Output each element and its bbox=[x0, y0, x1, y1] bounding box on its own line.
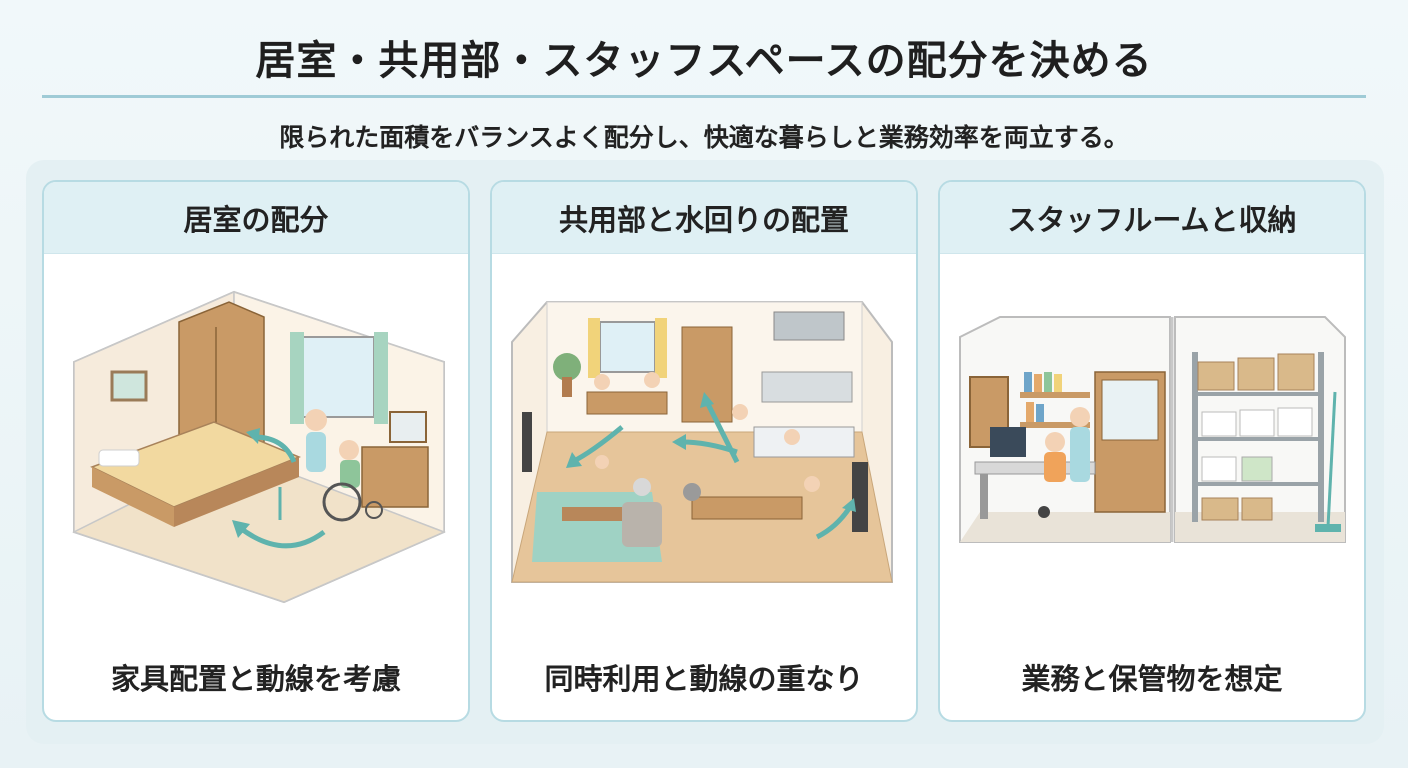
card-bedroom: 居室の配分 bbox=[42, 180, 470, 722]
card-caption: 業務と保管物を想定 bbox=[1021, 662, 1283, 696]
common-area-illustration bbox=[511, 301, 893, 583]
card-staff-room: スタッフルームと収納 bbox=[938, 180, 1366, 722]
title-divider bbox=[42, 95, 1366, 98]
card-caption: 同時利用と動線の重なり bbox=[544, 662, 864, 696]
card-caption: 家具配置と動線を考慮 bbox=[110, 662, 401, 696]
page-subtitle: 限られた面積をバランスよく配分し、快適な暮らしと業務効率を両立する。 bbox=[279, 123, 1129, 152]
staff-room-illustration bbox=[959, 316, 1346, 543]
card-heading: 共用部と水回りの配置 bbox=[492, 182, 916, 254]
card-common-area: 共用部と水回りの配置 bbox=[490, 180, 918, 722]
page-title: 居室・共用部・スタッフスペースの配分を決める bbox=[255, 38, 1153, 84]
card-heading: スタッフルームと収納 bbox=[940, 182, 1364, 254]
card-heading: 居室の配分 bbox=[44, 182, 468, 254]
bedroom-illustration bbox=[72, 290, 446, 604]
